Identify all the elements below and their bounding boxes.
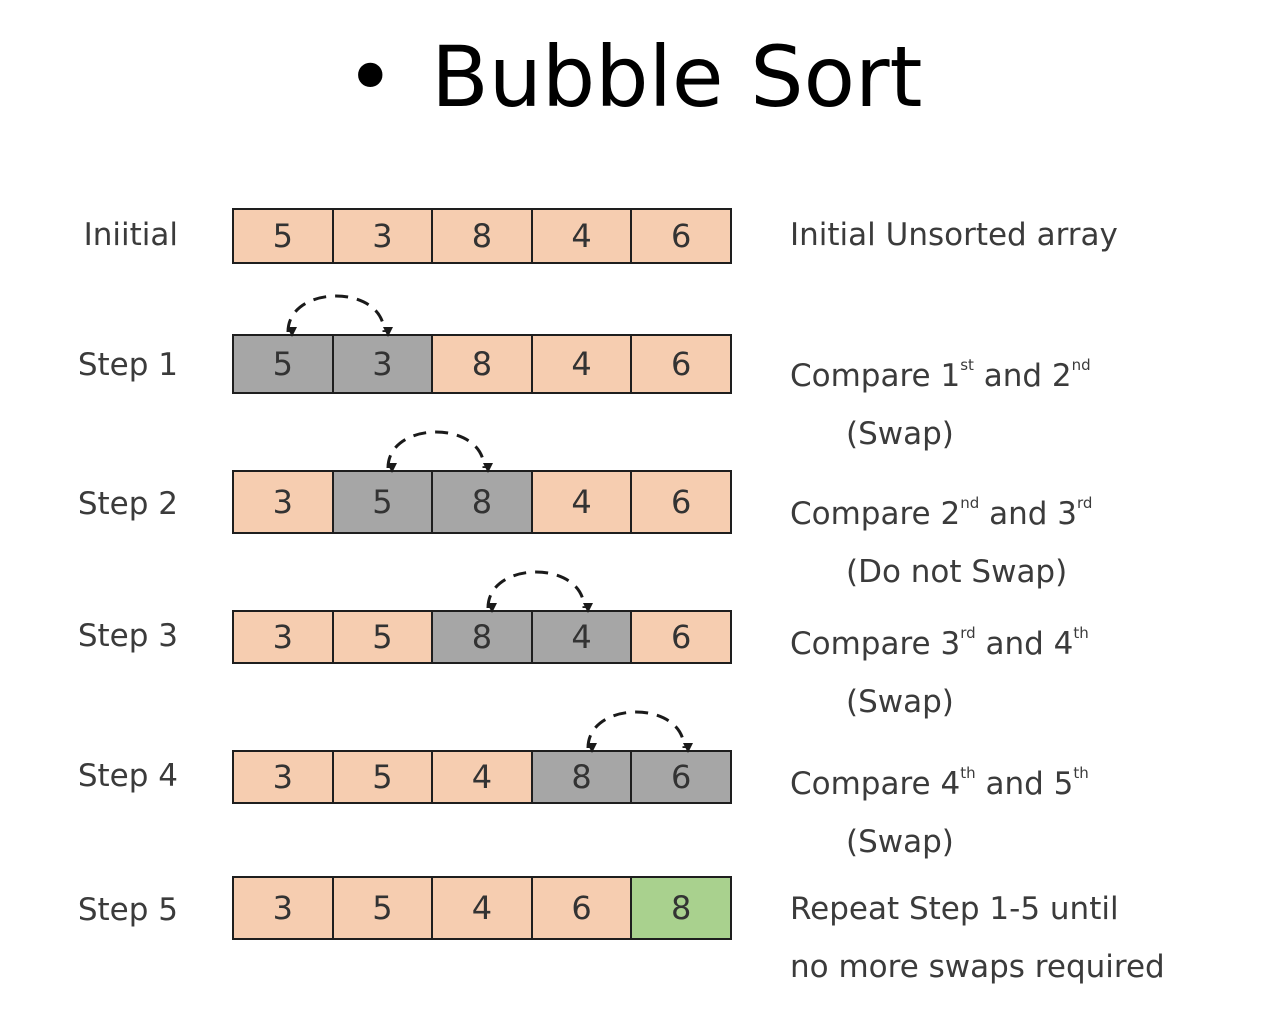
array-cells: 3 5 8 4 6 (232, 610, 732, 664)
row-label: Step 2 (77, 486, 178, 522)
desc-ordinal: th (960, 764, 976, 782)
description-line: (Do not Swap) (846, 554, 1068, 590)
description-line: (Swap) (846, 684, 954, 720)
array-cell: 4 (532, 612, 633, 662)
array-cell: 3 (333, 210, 434, 262)
desc-text: and 5 (975, 766, 1074, 802)
array-cell: 4 (433, 878, 533, 938)
row-description: Repeat Step 1-5 until no more swaps requ… (790, 880, 1165, 996)
row-description: Compare 4th and 5th (Swap) (790, 744, 1089, 871)
description-line: Repeat Step 1-5 until (790, 891, 1119, 927)
array-cell: 8 (433, 472, 533, 532)
array-cells: 3 5 8 4 6 (232, 470, 732, 534)
page-title: • Bubble Sort (0, 22, 1268, 132)
array-cell: 6 (632, 612, 730, 662)
description-line: Initial Unsorted array (790, 217, 1118, 253)
array-cell: 6 (632, 752, 730, 802)
description-line: no more swaps required (790, 949, 1165, 985)
array-cell: 8 (433, 210, 533, 262)
array-cell: 8 (632, 878, 730, 938)
desc-text: Compare 3 (790, 626, 961, 662)
array-cell: 5 (333, 612, 434, 662)
array-cell: 5 (234, 210, 334, 262)
array-cell: 4 (433, 752, 533, 802)
desc-text: Compare 1 (790, 358, 961, 394)
array-cells: 3 5 4 6 8 (232, 876, 732, 940)
description-line: Compare 3rd and 4th (790, 624, 1089, 662)
array-cell: 8 (532, 752, 633, 802)
row-label: Step 4 (77, 758, 178, 794)
desc-ordinal: rd (1077, 494, 1093, 512)
row-label: Step 3 (77, 618, 178, 654)
array-cell: 3 (333, 336, 434, 392)
array-cell: 5 (333, 878, 434, 938)
description-line: Compare 2nd and 3rd (790, 494, 1093, 532)
array-cell: 3 (234, 472, 334, 532)
row-label: Iniitial (83, 217, 178, 253)
array-cells: 3 5 4 8 6 (232, 750, 732, 804)
row-description: Compare 3rd and 4th (Swap) (790, 604, 1089, 731)
desc-ordinal: th (1073, 624, 1089, 642)
array-cell: 3 (234, 612, 334, 662)
array-cell: 6 (632, 210, 730, 262)
array-cell: 8 (433, 612, 533, 662)
row-description: Compare 1st and 2nd (Swap) (790, 336, 1091, 463)
array-cell: 5 (333, 472, 434, 532)
array-cells: 5 3 8 4 6 (232, 334, 732, 394)
swap-arrow (386, 430, 493, 474)
desc-text: and 3 (979, 496, 1077, 532)
desc-ordinal: nd (960, 494, 980, 512)
desc-ordinal: st (960, 356, 974, 374)
array-cell: 6 (532, 878, 633, 938)
row-description: Initial Unsorted array (790, 206, 1118, 264)
array-cell: 3 (234, 878, 334, 938)
array-cell: 8 (433, 336, 533, 392)
desc-text: Compare 4 (790, 766, 961, 802)
desc-ordinal: nd (1071, 356, 1091, 374)
desc-ordinal: th (1073, 764, 1089, 782)
array-cell: 4 (532, 472, 633, 532)
array-cells: 5 3 8 4 6 (232, 208, 732, 264)
swap-arrow (486, 570, 593, 614)
array-cell: 6 (632, 336, 730, 392)
row-description: Compare 2nd and 3rd (Do not Swap) (790, 474, 1092, 601)
description-line: (Swap) (846, 824, 954, 860)
array-cell: 6 (632, 472, 730, 532)
description-line: Compare 4th and 5th (790, 764, 1089, 802)
desc-text: and 2 (973, 358, 1072, 394)
row-label: Step 5 (77, 892, 178, 928)
row-label: Step 1 (77, 347, 178, 383)
description-line: Compare 1st and 2nd (790, 356, 1091, 394)
array-cell: 5 (234, 336, 334, 392)
desc-text: and 4 (975, 626, 1074, 662)
array-cell: 4 (532, 210, 633, 262)
swap-arrow (586, 710, 693, 754)
description-line: (Swap) (846, 416, 954, 452)
title-bullet: • (345, 28, 396, 126)
array-cell: 5 (333, 752, 434, 802)
title-text: Bubble Sort (431, 28, 923, 126)
swap-arrow (286, 294, 393, 338)
array-cell: 4 (532, 336, 633, 392)
desc-ordinal: rd (960, 624, 976, 642)
desc-text: Compare 2 (790, 496, 961, 532)
array-cell: 3 (234, 752, 334, 802)
